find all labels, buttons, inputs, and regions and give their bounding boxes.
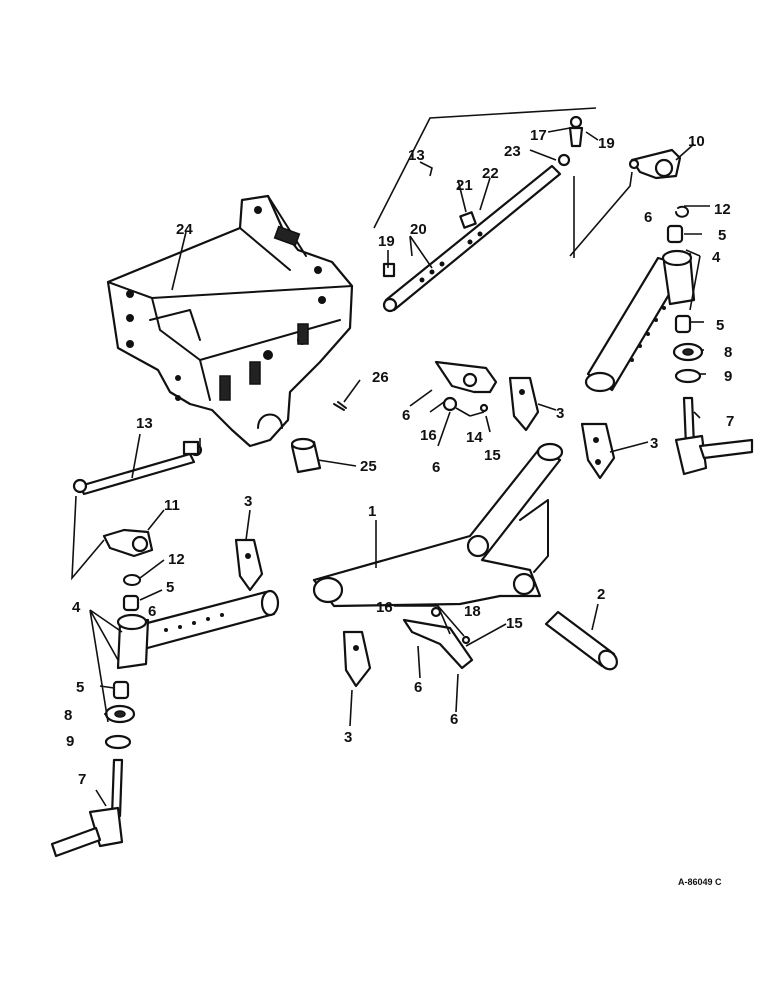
- bracket-right-part: [580, 422, 616, 480]
- callout-10: 10: [688, 133, 705, 150]
- callout-14: 14: [466, 429, 483, 446]
- callout-15: 15: [506, 615, 523, 632]
- callout-3: 3: [650, 435, 658, 452]
- callout-22: 22: [482, 165, 499, 182]
- bushing-part: [290, 437, 322, 474]
- callout-12: 12: [168, 551, 185, 568]
- callout-23: 23: [504, 143, 521, 160]
- snap-ring-right-part: [675, 205, 689, 218]
- callout-19: 19: [378, 233, 395, 250]
- tie-rod-left-part: [72, 440, 203, 496]
- spindle-left-part: [50, 758, 124, 858]
- axle-extension-right-part: [584, 249, 696, 393]
- callout-18: 18: [464, 603, 481, 620]
- ball-joint-part: [557, 115, 584, 167]
- clamp-lower-part: [402, 606, 474, 670]
- pivot-pin-part: [544, 610, 618, 671]
- callout-5: 5: [76, 679, 84, 696]
- callout-4: 4: [712, 249, 721, 266]
- bearing-left-part: [104, 704, 136, 750]
- callout-7: 7: [726, 413, 734, 430]
- bracket-left-part: [234, 538, 264, 592]
- callout-6: 6: [414, 679, 422, 696]
- bushing-left-part: [112, 594, 140, 700]
- bracket-lower-part: [342, 630, 372, 688]
- callout-13: 13: [136, 415, 153, 432]
- callout-3: 3: [344, 729, 352, 746]
- callout-26: 26: [372, 369, 389, 386]
- bearing-right-part: [672, 342, 704, 384]
- callout-11: 11: [164, 497, 180, 514]
- callout-9: 9: [66, 733, 74, 750]
- bracket-upper-part: [508, 376, 540, 432]
- callout-4: 4: [72, 599, 81, 616]
- bolster-casting-part: [106, 194, 354, 448]
- callout-16: 16: [420, 427, 437, 444]
- spindle-right-part: [674, 396, 754, 476]
- callout-6: 6: [402, 407, 410, 424]
- snap-ring-left-part: [123, 574, 141, 586]
- callout-19: 19: [598, 135, 615, 152]
- clamp-upper-part: [434, 360, 498, 413]
- leader-lines: [71, 107, 710, 807]
- callout-5: 5: [166, 579, 174, 596]
- callout-1: 1: [368, 503, 376, 520]
- reference-code: A-86049 C: [678, 877, 722, 887]
- callout-9: 9: [724, 368, 732, 385]
- callout-3: 3: [556, 405, 564, 422]
- drag-link-part: [382, 164, 562, 313]
- callout-5: 5: [718, 227, 726, 244]
- callout-21: 21: [456, 177, 473, 194]
- callout-16: 16: [376, 599, 393, 616]
- steering-arm-right-part: [628, 148, 682, 180]
- callout-13: 13: [408, 147, 425, 164]
- callout-12: 12: [714, 201, 731, 218]
- bushing-right-part: [666, 224, 692, 334]
- callout-7: 7: [78, 771, 86, 788]
- callout-6: 6: [644, 209, 652, 226]
- callout-5: 5: [716, 317, 724, 334]
- callout-24: 24: [176, 221, 193, 238]
- callout-3: 3: [244, 493, 252, 510]
- callout-6: 6: [148, 603, 156, 620]
- callout-2: 2: [597, 586, 605, 603]
- callout-25: 25: [360, 458, 377, 475]
- callout-8: 8: [724, 344, 732, 361]
- callout-15: 15: [484, 447, 501, 464]
- grease-fitting-part: [333, 401, 347, 411]
- callout-17: 17: [530, 127, 547, 144]
- callout-20: 20: [410, 221, 427, 238]
- steering-arm-left-part: [102, 528, 154, 558]
- callout-8: 8: [64, 707, 72, 724]
- callout-6: 6: [450, 711, 458, 728]
- callout-6: 6: [432, 459, 440, 476]
- axle-extension-left-part: [116, 589, 280, 670]
